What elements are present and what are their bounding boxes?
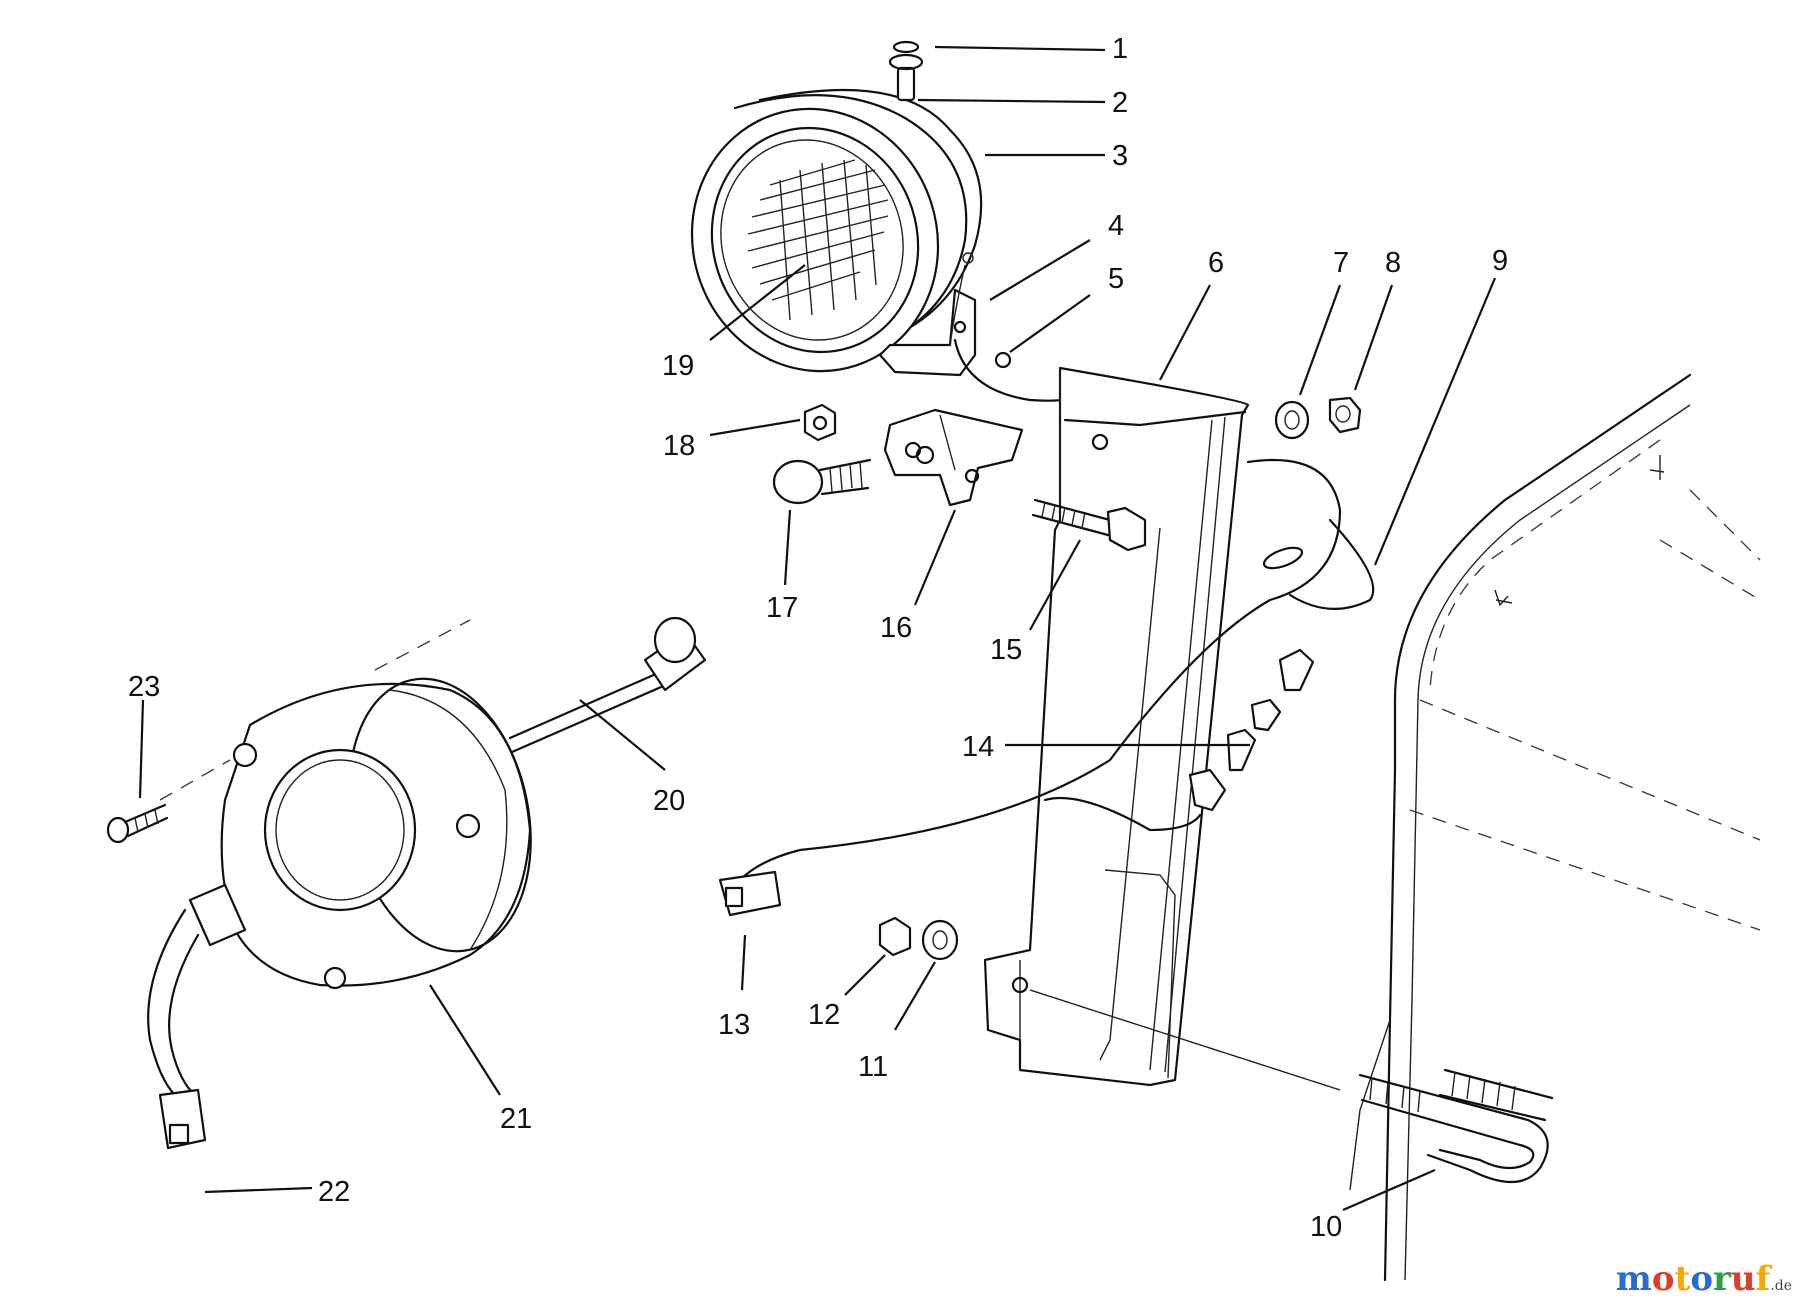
watermark-text: motoruf: [1616, 1259, 1770, 1299]
callout-9: 9: [1492, 245, 1508, 277]
callout-21: 21: [500, 1103, 532, 1135]
wiring-harness: [718, 458, 1375, 917]
callout-labels: 1 2 3 4 5 6 7 8 9 10 11 12 13 14 15 16 1…: [128, 33, 1508, 1243]
lens-grid: [747, 159, 889, 321]
callout-3: 3: [1112, 140, 1128, 172]
adjusting-screw: [508, 616, 707, 754]
callout-11: 11: [858, 1051, 888, 1083]
mounting-bracket: [983, 366, 1250, 1087]
watermark-letter: r: [1713, 1259, 1731, 1299]
callout-5: 5: [1108, 263, 1124, 295]
callout-2: 2: [1112, 87, 1128, 119]
callout-7: 7: [1333, 247, 1349, 279]
watermark-logo: motoruf.de: [1616, 1259, 1792, 1299]
watermark-suffix: .de: [1770, 1278, 1792, 1294]
callout-17: 17: [766, 592, 798, 624]
headlight-assembly: [147, 619, 532, 1150]
callout-20: 20: [653, 785, 685, 817]
callout-14: 14: [962, 731, 994, 763]
callout-19: 19: [662, 350, 694, 382]
watermark-letter: u: [1730, 1259, 1756, 1299]
hex-nut-18: [803, 403, 837, 442]
leader-lines: [138, 45, 1497, 1212]
callout-1: 1: [1112, 33, 1128, 65]
screw-23: [106, 803, 169, 844]
watermark-letter: o: [1651, 1259, 1675, 1299]
washer-nut-7-8: [1274, 396, 1362, 440]
callout-6: 6: [1208, 247, 1224, 279]
watermark-letter: f: [1755, 1259, 1771, 1299]
carriage-bolt: [772, 458, 872, 505]
callout-12: 12: [808, 999, 840, 1031]
callout-4: 4: [1108, 210, 1124, 242]
callout-18: 18: [663, 430, 695, 462]
nut-washer-11-12: [878, 916, 959, 961]
callout-22: 22: [318, 1176, 350, 1208]
u-bolt: [1029, 989, 1554, 1184]
small-bracket: [883, 408, 1024, 507]
watermark-letter: o: [1690, 1259, 1713, 1299]
work-light-assembly: [690, 40, 1072, 402]
callout-13: 13: [718, 1009, 750, 1041]
vehicle-body-outline: [1349, 373, 1761, 1282]
callout-15: 15: [990, 634, 1022, 666]
callout-10: 10: [1310, 1211, 1342, 1243]
watermark-letter: m: [1615, 1259, 1652, 1299]
callout-16: 16: [880, 612, 912, 644]
callout-23: 23: [128, 671, 160, 703]
callout-8: 8: [1385, 247, 1401, 279]
watermark-letter: t: [1674, 1259, 1691, 1299]
hex-bolt-15: [1031, 498, 1147, 552]
